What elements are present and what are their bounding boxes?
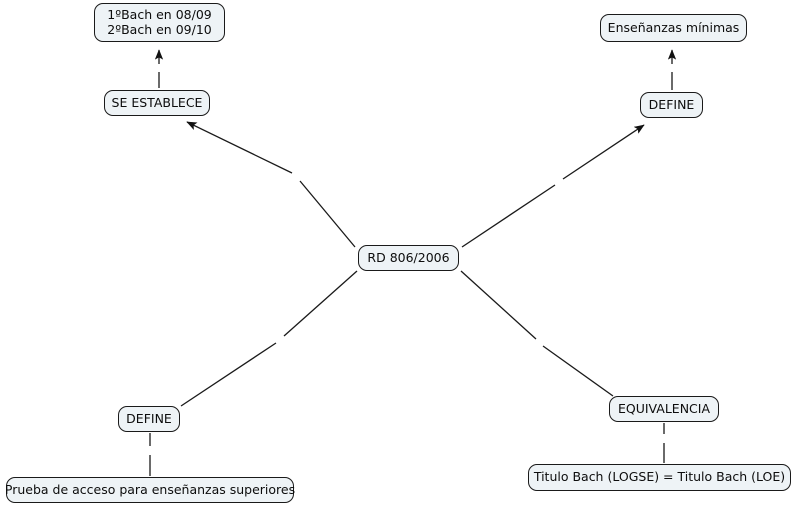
node-titulo-bach-equivalencia-label: Titulo Bach (LOGSE) = Titulo Bach (LOE): [533, 469, 786, 485]
node-equivalencia[interactable]: EQUIVALENCIA: [609, 396, 719, 422]
node-rd-806-2006[interactable]: RD 806/2006: [358, 245, 459, 271]
edge-rd-to-define-top-right: [461, 124, 645, 248]
node-bach-years-line2: 2ºBach en 09/10: [107, 21, 212, 37]
node-bach-years-line1: 1ºBach en 08/09: [107, 6, 212, 22]
node-ensenanzas-minimas[interactable]: Enseñanzas mínimas: [600, 14, 747, 42]
node-prueba-acceso-label: Prueba de acceso para enseñanzas superio…: [4, 481, 296, 497]
node-bach-years[interactable]: 1ºBach en 08/09 2ºBach en 09/10: [94, 3, 225, 42]
node-titulo-bach-equivalencia[interactable]: Titulo Bach (LOGSE) = Titulo Bach (LOE): [528, 464, 791, 491]
node-ensenanzas-minimas-label: Enseñanzas mínimas: [607, 19, 740, 35]
edge-rd-to-define-bottom-left: [180, 270, 358, 407]
edge-rd-to-equivalencia: [460, 270, 614, 397]
node-define-top-right[interactable]: DEFINE: [640, 92, 703, 118]
node-se-establece[interactable]: SE ESTABLECE: [104, 90, 210, 116]
node-equivalencia-label: EQUIVALENCIA: [617, 400, 711, 416]
node-se-establece-label: SE ESTABLECE: [111, 94, 203, 110]
edge-rd-to-se-establece: [186, 121, 356, 248]
node-rd-806-2006-label: RD 806/2006: [367, 249, 450, 265]
node-define-bottom-left-label: DEFINE: [126, 410, 172, 426]
node-define-top-right-label: DEFINE: [648, 96, 695, 112]
node-prueba-acceso[interactable]: Prueba de acceso para enseñanzas superio…: [4, 477, 296, 503]
node-define-bottom-left[interactable]: DEFINE: [118, 406, 180, 432]
